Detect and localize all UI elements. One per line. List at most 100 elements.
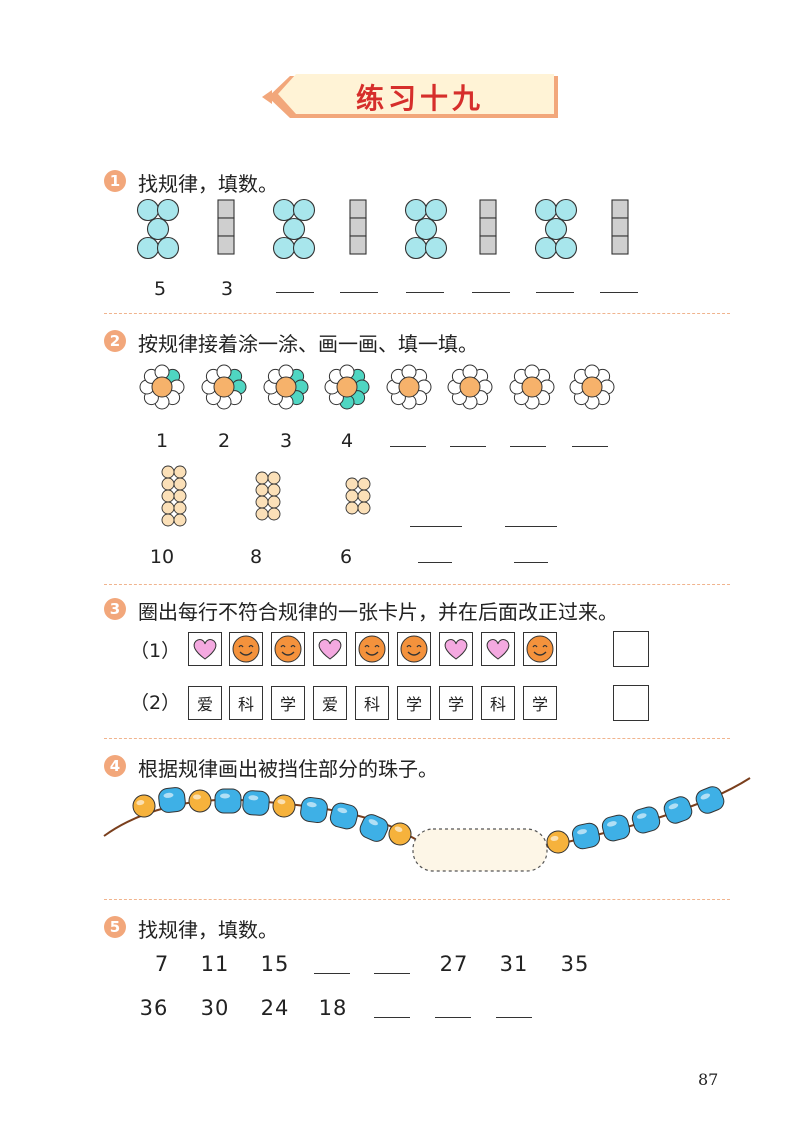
q1-square-bar-2 (349, 199, 367, 255)
q3-row-1-card-8[interactable] (481, 632, 515, 666)
q1-square-bar-4 (611, 199, 629, 255)
q1-square (479, 199, 497, 219)
q3-row-2-card-4[interactable]: 爱 (313, 686, 347, 720)
question-5-instruction: 找规律，填数。 (138, 918, 278, 942)
heart-icon (444, 639, 468, 660)
q2-flower-5 (386, 364, 432, 410)
q4-bead-15 (663, 796, 693, 824)
q1-circle-cluster-1 (136, 198, 180, 260)
q5-row-1-blank-1[interactable] (314, 973, 350, 974)
heart-icon (193, 639, 217, 660)
q2-bead-number-2: 8 (249, 546, 263, 568)
q3-row-1-card-6[interactable] (397, 632, 431, 666)
q2-draw-line-1[interactable] (410, 526, 462, 527)
q3-row-2-card-6[interactable]: 学 (397, 686, 431, 720)
q3-row-1-card-4[interactable] (313, 632, 347, 666)
q5-row-2-blank-1[interactable] (374, 1017, 410, 1018)
q3-row-2-card-1[interactable]: 爱 (188, 686, 222, 720)
q2-bead (173, 513, 187, 527)
q2-bead-column-3 (345, 477, 371, 515)
q2-bead-blank-1[interactable] (418, 562, 452, 563)
q4-bead-14 (631, 806, 661, 834)
q5-row-1-value-6: 27 (439, 952, 469, 976)
q2-flower-3 (263, 364, 309, 410)
q5-row-2-value-4: 18 (318, 996, 348, 1020)
q2-flower-blank-2[interactable] (450, 446, 486, 447)
q1-square (349, 199, 367, 219)
q5-row-2-blank-2[interactable] (435, 1017, 471, 1018)
q1-blank-3[interactable] (406, 292, 444, 293)
q1-given-2: 3 (220, 278, 234, 300)
q2-bead (357, 477, 371, 491)
q2-bead-number-1: 10 (149, 546, 175, 568)
q3-row-2-card-3[interactable]: 学 (271, 686, 305, 720)
q2-bead (161, 465, 175, 479)
q1-blank-1[interactable] (276, 292, 314, 293)
title-banner: 练习十九 (262, 72, 562, 122)
q4-bead-7 (300, 796, 328, 824)
q2-flower-center (398, 376, 420, 398)
q3-row-2-card-char: 科 (363, 695, 380, 714)
q1-blank-5[interactable] (536, 292, 574, 293)
q4-bead-12 (571, 822, 601, 850)
q2-flower-number-1: 1 (155, 430, 169, 452)
q3-row-2-card-char: 爱 (196, 695, 213, 714)
q3-row-2-card-7[interactable]: 学 (439, 686, 473, 720)
q3-row-2-card-9[interactable]: 学 (523, 686, 557, 720)
q1-circle-cluster-3 (404, 198, 448, 260)
q2-bead-blank-2[interactable] (514, 562, 548, 563)
q5-row-1-value-1: 7 (154, 952, 170, 976)
q3-row-1-card-3[interactable] (271, 632, 305, 666)
q1-circle (136, 198, 160, 222)
q2-flower-blank-1[interactable] (390, 446, 426, 447)
q5-row-1-value-2: 11 (200, 952, 230, 976)
smiley-icon (526, 635, 554, 663)
q2-bead-column-1 (161, 465, 187, 527)
q2-bead (161, 513, 175, 527)
smiley-icon (400, 635, 428, 663)
q2-flower-blank-4[interactable] (572, 446, 608, 447)
q3-row-1-card-2[interactable] (229, 632, 263, 666)
q3-row-2-answer-box[interactable] (613, 685, 649, 721)
q2-draw-line-2[interactable] (505, 526, 557, 527)
q1-blank-2[interactable] (340, 292, 378, 293)
q2-bead (255, 495, 269, 509)
q1-circle-cluster-2 (272, 198, 316, 260)
q1-circle (292, 198, 316, 222)
q3-row-1-card-9[interactable] (523, 632, 557, 666)
q1-circle (414, 217, 438, 241)
q3-row-1-card-1[interactable] (188, 632, 222, 666)
q1-circle (544, 217, 568, 241)
q5-row-1-blank-2[interactable] (374, 973, 410, 974)
question-2-bead-columns (161, 465, 371, 527)
q4-hidden-area[interactable] (412, 828, 552, 874)
q1-circle (534, 198, 558, 222)
q3-row-2-card-2[interactable]: 科 (229, 686, 263, 720)
q2-flower-blank-3[interactable] (510, 446, 546, 447)
q3-row-2-card-char: 学 (405, 695, 422, 714)
q1-square (479, 235, 497, 255)
q5-row-2-blank-3[interactable] (496, 1017, 532, 1018)
q3-row-2-card-5[interactable]: 科 (355, 686, 389, 720)
q3-row-1-answer-box[interactable] (613, 631, 649, 667)
divider-3 (104, 738, 730, 739)
q1-blank-4[interactable] (472, 292, 510, 293)
q5-row-2-value-2: 30 (200, 996, 230, 1020)
q2-bead (255, 507, 269, 521)
q4-bead-16 (695, 786, 725, 814)
q1-square (479, 217, 497, 237)
q2-bead-column-2 (255, 471, 281, 521)
question-2-instruction: 按规律接着涂一涂、画一画、填一填。 (138, 332, 478, 356)
q2-bead (173, 465, 187, 479)
q3-row-1-card-5[interactable] (355, 632, 389, 666)
q3-row-2-card-8[interactable]: 科 (481, 686, 515, 720)
q1-blank-6[interactable] (600, 292, 638, 293)
q1-square (349, 217, 367, 237)
question-1-instruction: 找规律，填数。 (138, 172, 278, 196)
q1-circle (282, 217, 306, 241)
q1-circle (534, 236, 558, 260)
q5-row-1-value-7: 31 (499, 952, 529, 976)
q3-row-1-card-7[interactable] (439, 632, 473, 666)
q2-bead (267, 471, 281, 485)
q3-row-2-card-char: 学 (531, 695, 548, 714)
